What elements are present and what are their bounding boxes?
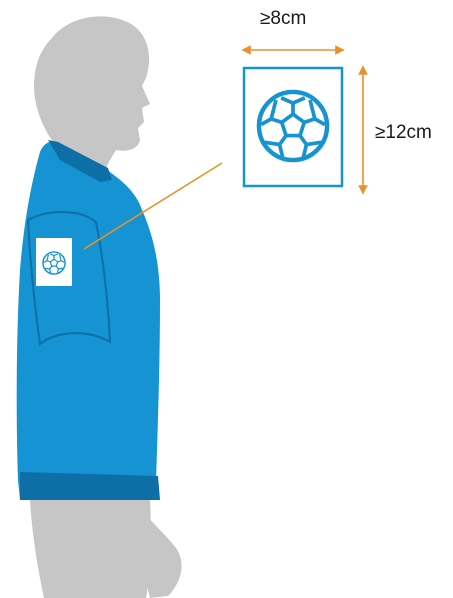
sleeve-patch xyxy=(36,238,72,286)
sleeve-patch-backing xyxy=(36,238,72,286)
width-dimension-label: ≥8cm xyxy=(260,8,306,30)
polo-shirt xyxy=(17,140,160,500)
height-dimension-label: ≥12cm xyxy=(375,122,432,144)
enlarged-patch xyxy=(244,68,342,186)
shirt-hem xyxy=(20,472,160,500)
